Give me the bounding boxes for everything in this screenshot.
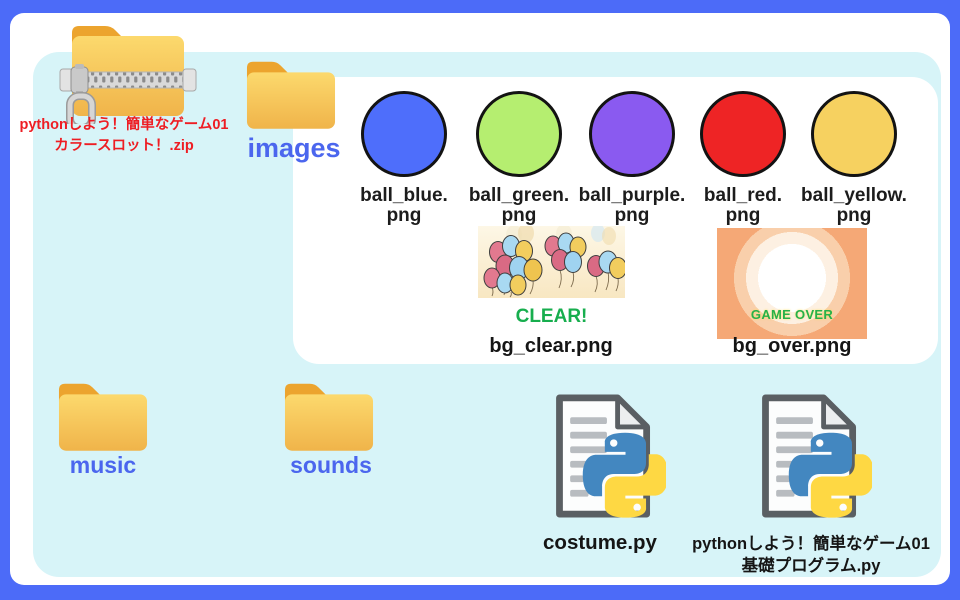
zip-folder-icon [58, 20, 198, 124]
main-program-py-label-line2: 基礎プログラム.py [741, 557, 881, 575]
sounds-folder-label: sounds [290, 452, 372, 478]
ball-blue-filename: ball_blue. png [360, 185, 448, 226]
sounds-folder-icon [276, 375, 382, 456]
music-folder-label: music [69, 452, 137, 478]
zip-file-label: pythonしよう！簡単なゲーム01 カラースロット！.zip [16, 115, 232, 157]
clear-caption: CLEAR! [515, 306, 588, 327]
ball-red-filename: ball_red. png [703, 185, 783, 226]
main-program-py-label-line1: pythonしよう！簡単なゲーム01 [692, 535, 930, 553]
ball-green-filename: ball_green. png [468, 185, 570, 226]
ball-blue-image [361, 91, 447, 177]
bg-clear-filename: bg_clear.png [489, 335, 613, 357]
zip-file-label-line2: カラースロット！.zip [54, 138, 194, 154]
ball-yellow-image [811, 91, 897, 177]
zip-file-label-line1: pythonしよう！簡単なゲーム01 [19, 117, 229, 133]
python-file-icon-main-program [750, 388, 872, 526]
ball-purple-filename: ball_purple. png [578, 185, 686, 226]
game-over-caption: GAME OVER [750, 307, 834, 322]
music-folder-icon [50, 375, 156, 456]
main-program-py-label: pythonしよう！簡単なゲーム01 基礎プログラム.py [686, 533, 936, 577]
bg-over-filename: bg_over.png [732, 335, 852, 357]
images-folder-label: images [247, 133, 341, 163]
bg-clear-image [478, 226, 625, 298]
costume-py-label: costume.py [543, 531, 657, 554]
python-file-icon-costume [544, 388, 666, 526]
images-folder-icon [238, 53, 344, 134]
ball-purple-image [589, 91, 675, 177]
ball-red-image [700, 91, 786, 177]
ball-yellow-filename: ball_yellow. png [801, 185, 907, 226]
bg-over-image: GAME OVER [717, 228, 867, 339]
ball-green-image [476, 91, 562, 177]
